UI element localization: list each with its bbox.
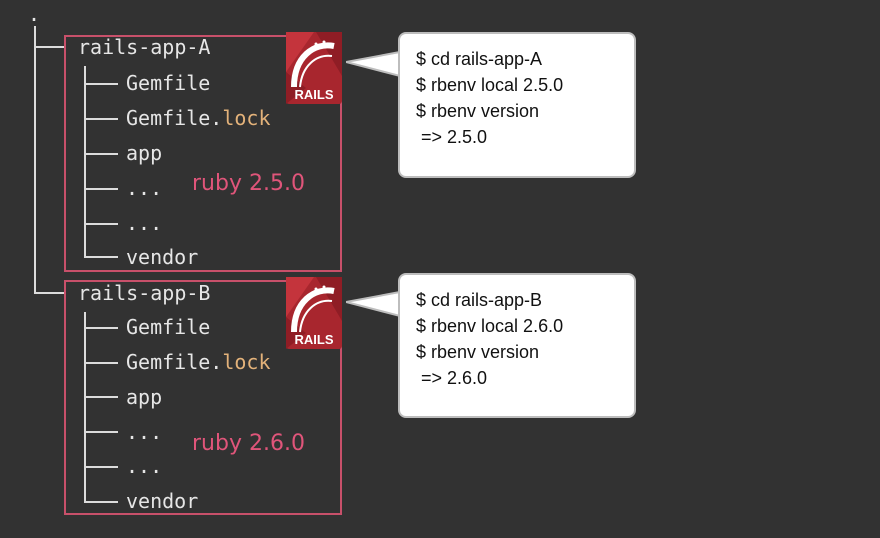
gemfile-lock-suffix-a: lock	[222, 106, 271, 130]
file-app-a[interactable]: app	[126, 141, 163, 165]
file-vendor-b[interactable]: vendor	[126, 489, 199, 513]
app-name-a[interactable]: rails-app-A	[78, 35, 211, 59]
file-app-b[interactable]: app	[126, 385, 163, 409]
rails-logo-icon: RAILS	[286, 32, 342, 104]
file-gemfile-lock-a[interactable]: Gemfile.lock	[126, 106, 271, 130]
callout-tail-a	[346, 50, 402, 78]
command-line-b-1: $ cd rails-app-B	[416, 290, 543, 310]
tree-trunk-line	[34, 26, 36, 294]
branch-a-3	[84, 153, 118, 155]
file-gemfile-a[interactable]: Gemfile	[126, 71, 211, 95]
branch-b-5	[84, 466, 118, 468]
tree-inner-line-a	[84, 66, 86, 256]
branch-a-4	[84, 188, 118, 190]
app-name-b[interactable]: rails-app-B	[78, 281, 211, 305]
ruby-version-label-a: ruby 2.5.0	[192, 171, 305, 196]
gemfile-lock-prefix-a: Gemfile.	[126, 106, 223, 130]
branch-b-4	[84, 431, 118, 433]
branch-b-6	[84, 501, 118, 503]
branch-b-1	[84, 327, 118, 329]
file-ellipsis-b-2: ...	[126, 454, 163, 478]
command-line-a-1: $ cd rails-app-A	[416, 49, 543, 69]
command-line-a-2: $ rbenv local 2.5.0	[416, 75, 564, 95]
command-line-b-3: $ rbenv version	[416, 342, 540, 362]
tree-inner-line-b	[84, 312, 86, 502]
file-ellipsis-b-1: ...	[126, 420, 163, 444]
file-ellipsis-a-2: ...	[126, 211, 163, 235]
command-line-a-4: => 2.5.0	[416, 127, 488, 147]
command-line-b-4: => 2.6.0	[416, 368, 488, 388]
file-vendor-a[interactable]: vendor	[126, 245, 199, 269]
tree-connector-a	[34, 46, 64, 48]
command-line-b-2: $ rbenv local 2.6.0	[416, 316, 564, 336]
branch-a-5	[84, 223, 118, 225]
app-box-b	[64, 280, 342, 515]
app-box-a	[64, 35, 342, 272]
branch-a-2	[84, 118, 118, 120]
rails-logo-text-a: RAILS	[295, 87, 334, 102]
file-ellipsis-a-1: ...	[126, 176, 163, 200]
command-callout-b: $ cd rails-app-B $ rbenv local 2.6.0 $ r…	[398, 273, 636, 418]
rails-logo-icon: RAILS	[286, 277, 342, 349]
gemfile-lock-suffix-b: lock	[222, 350, 271, 374]
tree-connector-b	[34, 292, 64, 294]
branch-b-2	[84, 362, 118, 364]
ruby-version-label-b: ruby 2.6.0	[192, 431, 305, 456]
branch-b-3	[84, 396, 118, 398]
command-line-a-3: $ rbenv version	[416, 101, 540, 121]
callout-tail-b	[346, 290, 402, 318]
command-callout-a: $ cd rails-app-A $ rbenv local 2.5.0 $ r…	[398, 32, 636, 178]
rails-logo-text-b: RAILS	[295, 332, 334, 347]
branch-a-1	[84, 83, 118, 85]
gemfile-lock-prefix-b: Gemfile.	[126, 350, 223, 374]
file-gemfile-lock-b[interactable]: Gemfile.lock	[126, 350, 271, 374]
branch-a-6	[84, 256, 118, 258]
tree-root: .	[28, 2, 41, 26]
file-gemfile-b[interactable]: Gemfile	[126, 315, 211, 339]
